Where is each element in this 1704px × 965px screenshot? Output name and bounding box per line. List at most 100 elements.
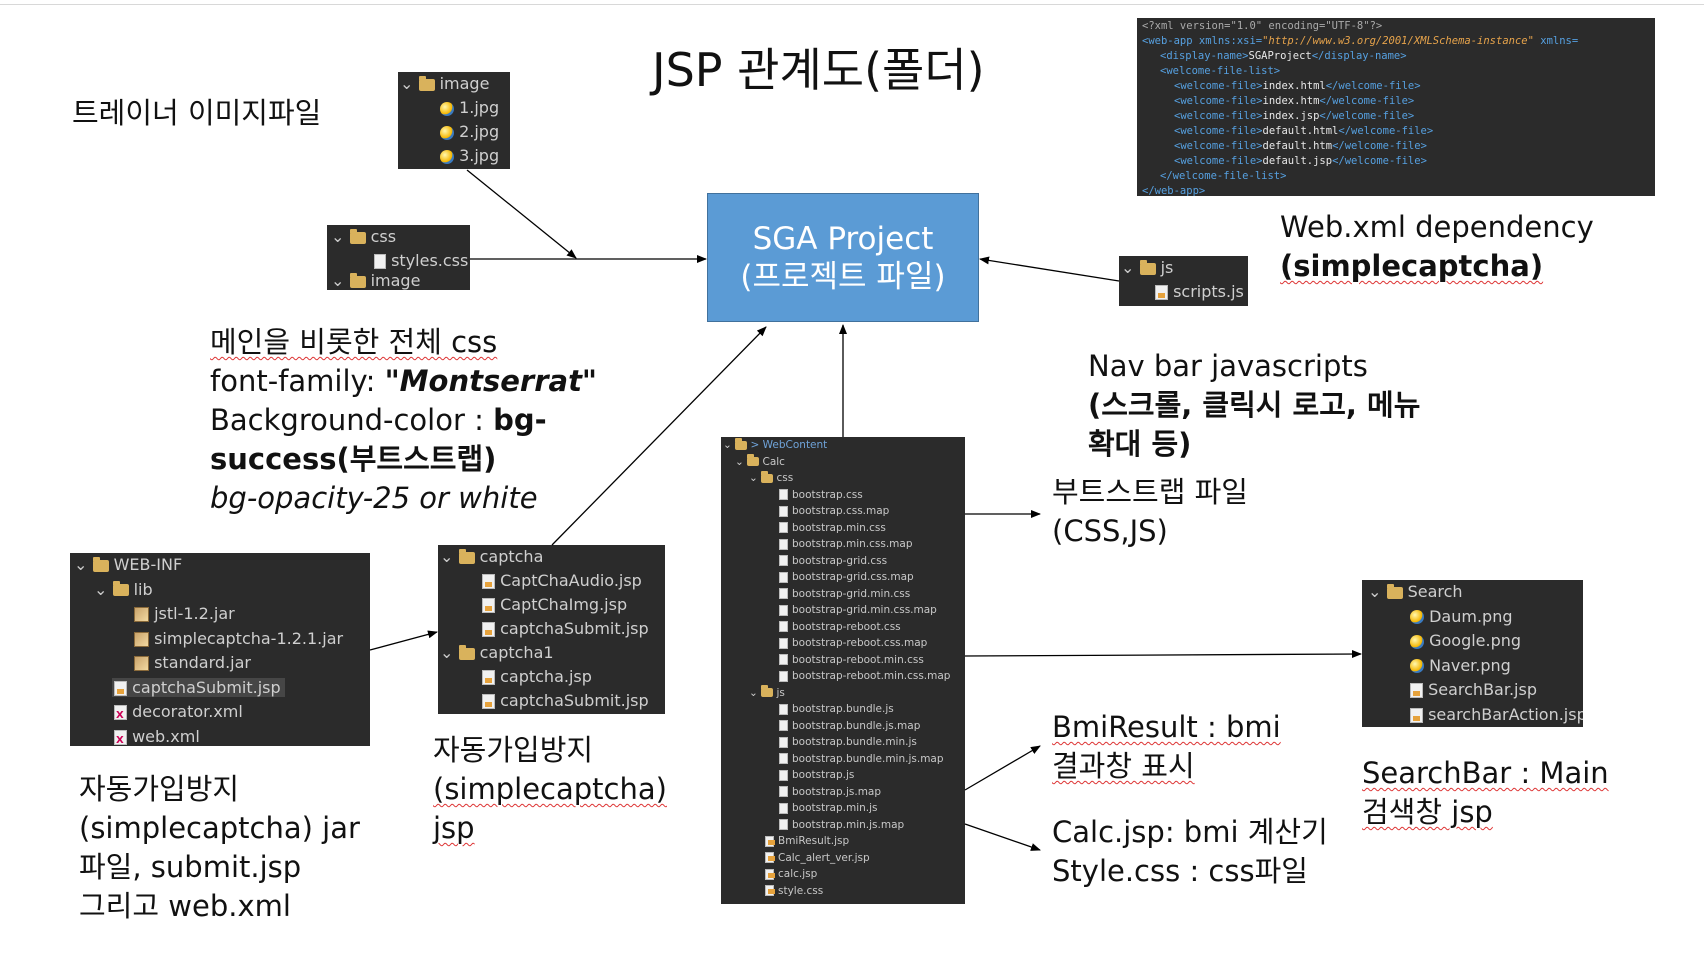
bg-color-alt: bg-opacity-25 or white xyxy=(210,481,538,515)
tree-row: bootstrap.bundle.js.map xyxy=(721,718,965,735)
tree-row: decorator.xml xyxy=(70,700,370,729)
code-line: <welcome-file>default.jsp</welcome-file> xyxy=(1174,155,1427,167)
jsp-file-icon xyxy=(482,694,495,709)
file-label: decorator.xml xyxy=(132,702,243,721)
captcha-jsp-label: 자동가입방지 (simplecaptcha) jsp xyxy=(433,733,667,845)
jsp-file-icon xyxy=(482,670,495,685)
folder-icon xyxy=(349,272,366,288)
tree-row: ⌄ image xyxy=(327,269,470,290)
arrow-js-to-project xyxy=(979,256,1120,282)
tree-row: ⌄ lib xyxy=(70,578,370,603)
file-icon xyxy=(779,703,788,715)
file-icon xyxy=(779,522,788,533)
folder-label: css xyxy=(370,227,397,246)
folder-icon xyxy=(458,548,475,564)
tree-row: bootstrap.min.js xyxy=(721,800,965,817)
tree-row: styles.css xyxy=(327,249,470,273)
tree-row: bootstrap.css.map xyxy=(721,503,965,520)
code-line: </welcome-file-list> xyxy=(1160,170,1287,182)
file-icon xyxy=(779,571,788,583)
tree-row: bootstrap-reboot.css xyxy=(721,619,965,636)
tree-row: searchBarAction.jsp xyxy=(1362,703,1583,728)
jsp-file-icon xyxy=(482,598,495,613)
chevron-down-icon: ⌄ xyxy=(723,439,732,451)
file-label: calc.jsp xyxy=(778,868,818,880)
font-family-value: "Montserrat" xyxy=(384,364,598,398)
bootstrap-label: 부트스트랩 파일 (CSS,JS) xyxy=(1052,475,1248,548)
tree-row: SearchBar.jsp xyxy=(1362,678,1583,703)
css-title: 메인을 비롯한 전체 css xyxy=(210,325,498,359)
webinf-folder-tree: ⌄ WEB-INF ⌄ lib jstl-1.2.jar simplecaptc… xyxy=(70,553,370,746)
file-icon xyxy=(779,819,788,830)
file-label: bootstrap-reboot.min.css xyxy=(792,653,924,666)
css-folder-tree: ⌄ css styles.css ⌄ image xyxy=(327,225,470,290)
file-label: bootstrap.bundle.min.js xyxy=(792,736,917,748)
file-label: bootstrap-grid.min.css.map xyxy=(792,604,937,616)
chevron-down-icon: ⌄ xyxy=(440,547,454,566)
file-icon xyxy=(779,489,788,500)
file-label: bootstrap.min.css.map xyxy=(792,538,913,550)
tree-row: bootstrap.bundle.js xyxy=(721,701,965,718)
tree-row: bootstrap-grid.min.css.map xyxy=(721,602,965,619)
file-icon xyxy=(779,802,788,814)
tree-row: captcha.jsp xyxy=(438,665,665,689)
file-label: bootstrap.min.js xyxy=(792,802,878,814)
file-label: BmiResult.jsp xyxy=(778,835,850,847)
arrow-to-search xyxy=(964,650,1362,659)
chevron-down-icon: ⌄ xyxy=(94,579,108,599)
file-label: CaptChaImg.jsp xyxy=(500,595,628,614)
image-file-icon xyxy=(1410,659,1424,673)
file-icon xyxy=(779,588,788,599)
tree-row: ⌄ Calc xyxy=(721,454,965,471)
file-label: Naver.png xyxy=(1429,655,1511,675)
jsp-file-icon xyxy=(1410,683,1423,698)
file-icon xyxy=(779,670,788,682)
font-family-label: font-family: xyxy=(210,364,385,398)
code-line: <?xml version="1.0" encoding="UTF-8"?> xyxy=(1142,20,1383,32)
tree-row: bootstrap.min.css xyxy=(721,520,965,537)
tree-row: ⌄ Search xyxy=(1362,580,1583,605)
trainer-label: 트레이너 이미지파일 xyxy=(72,96,322,130)
folder-icon xyxy=(112,581,129,596)
code-line: </web-app> xyxy=(1142,185,1206,196)
image-folder-tree: ⌄ image 1.jpg 2.jpg 3.jpg xyxy=(398,72,510,169)
bg-color-value-cont: success(부트스트랩) xyxy=(210,442,497,476)
folder-icon xyxy=(349,228,366,244)
tree-row: BmiResult.jsp xyxy=(721,833,965,850)
tree-row: captchaSubmit.jsp xyxy=(70,676,370,701)
file-label: bootstrap.min.css xyxy=(792,521,886,534)
file-label: bootstrap.js.map xyxy=(792,785,882,798)
tree-row: captchaSubmit.jsp xyxy=(438,689,665,713)
file-label: captcha.jsp xyxy=(500,667,592,686)
file-icon xyxy=(779,555,788,566)
code-line: <display-name>SGAProject</display-name> xyxy=(1160,50,1407,62)
jsp-file-icon xyxy=(765,852,775,863)
folder-icon xyxy=(761,685,774,697)
file-label: jstl-1.2.jar xyxy=(154,604,235,623)
css-file-icon xyxy=(374,254,386,269)
webxml-code-panel: <?xml version="1.0" encoding="UTF-8"?> <… xyxy=(1137,18,1655,196)
chevron-down-icon: ⌄ xyxy=(74,555,88,574)
code-line: <web-app xmlns:xsi="http://www.w3.org/20… xyxy=(1142,35,1579,47)
tree-row: bootstrap-reboot.min.css xyxy=(721,652,965,669)
tree-row: Daum.png xyxy=(1362,605,1583,630)
tree-row: ⌄ > WebContent xyxy=(721,437,965,454)
tree-row: 2.jpg xyxy=(400,120,510,144)
folder-label: js xyxy=(1160,258,1174,277)
tree-row: ⌄ image xyxy=(400,72,510,96)
folder-icon xyxy=(1386,583,1403,599)
folder-label: captcha xyxy=(479,547,544,566)
folder-icon xyxy=(761,470,774,483)
jsp-file-icon xyxy=(765,868,775,880)
file-label: bootstrap.bundle.min.js.map xyxy=(792,752,944,765)
tree-row: bootstrap-grid.min.css xyxy=(721,586,965,603)
file-label: standard.jar xyxy=(154,653,251,672)
top-divider xyxy=(0,4,1704,5)
jar-file-icon xyxy=(134,656,149,671)
tree-row: bootstrap.css xyxy=(721,487,965,504)
tree-row: Naver.png xyxy=(1362,654,1583,679)
